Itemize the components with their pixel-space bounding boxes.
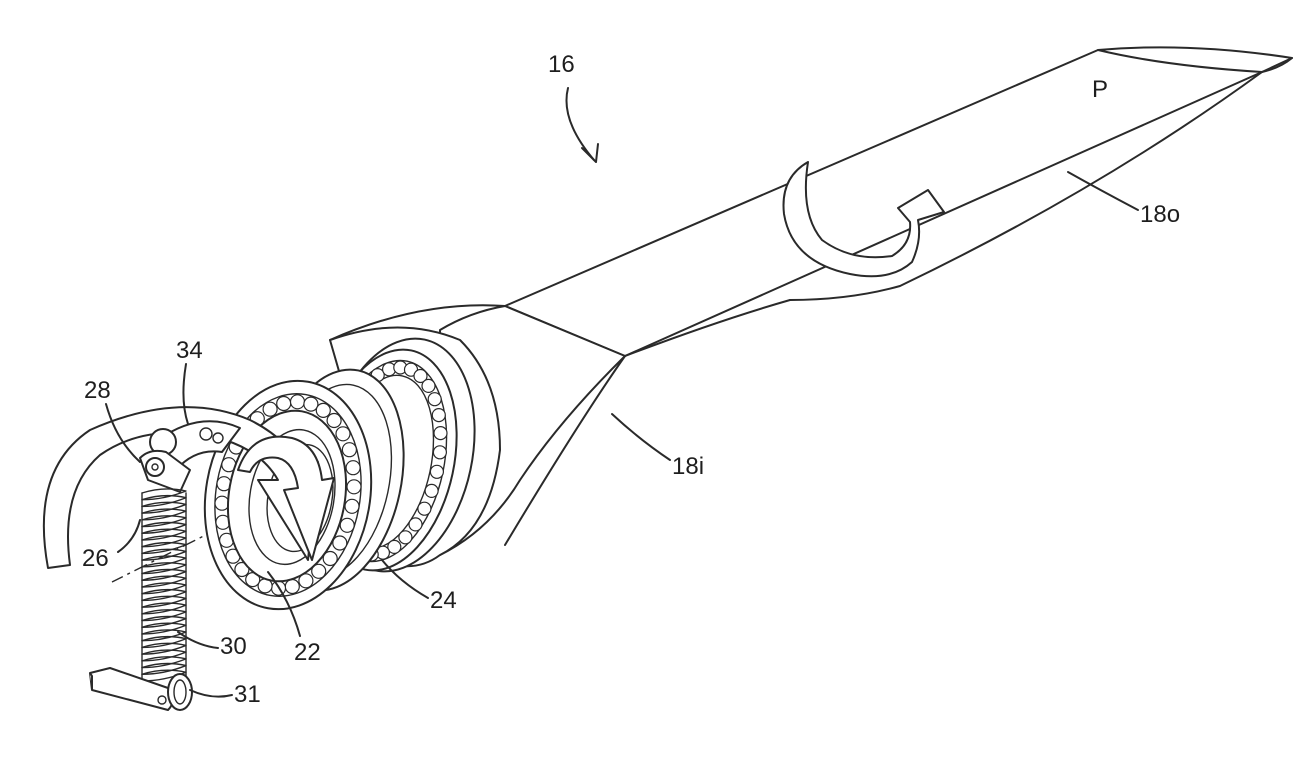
label-16: 16 [548, 51, 575, 78]
rolling-ball [277, 397, 291, 411]
rolling-ball [409, 518, 422, 531]
label-28: 28 [84, 377, 111, 404]
rolling-ball [432, 409, 445, 422]
rolling-ball [291, 395, 305, 409]
rolling-ball [345, 499, 359, 513]
rolling-ball [434, 427, 447, 440]
rolling-ball [346, 461, 360, 475]
rolling-ball [347, 480, 361, 494]
rolling-ball [285, 580, 299, 594]
leader-26 [118, 520, 140, 552]
rolling-ball [316, 403, 330, 417]
rolling-ball [340, 518, 354, 532]
leader-16 [566, 88, 594, 160]
rolling-ball [263, 402, 277, 416]
rolling-ball [336, 427, 350, 441]
label-24: 24 [430, 587, 457, 614]
label-31: 31 [234, 681, 261, 708]
label-26: 26 [82, 545, 109, 572]
leader-31 [190, 690, 232, 697]
spring-mount [90, 668, 192, 710]
label-30: 30 [220, 633, 247, 660]
rolling-ball [422, 379, 435, 392]
rolling-ball [327, 414, 341, 428]
label-34: 34 [176, 337, 203, 364]
coil-spring [142, 489, 186, 681]
rolling-ball [430, 465, 443, 478]
rolling-ball [418, 502, 431, 515]
rolling-ball [399, 531, 412, 544]
rolling-ball [342, 443, 356, 457]
leader-18i [612, 414, 670, 460]
label-22: 22 [294, 639, 321, 666]
label-18o: 18o [1140, 201, 1180, 228]
rolling-ball [425, 484, 438, 497]
label-18i: 18i [672, 453, 704, 480]
rolling-ball [304, 397, 318, 411]
rolling-ball [428, 393, 441, 406]
label-pitch-axis-p: P [1092, 76, 1108, 103]
rolling-ball [433, 446, 446, 459]
